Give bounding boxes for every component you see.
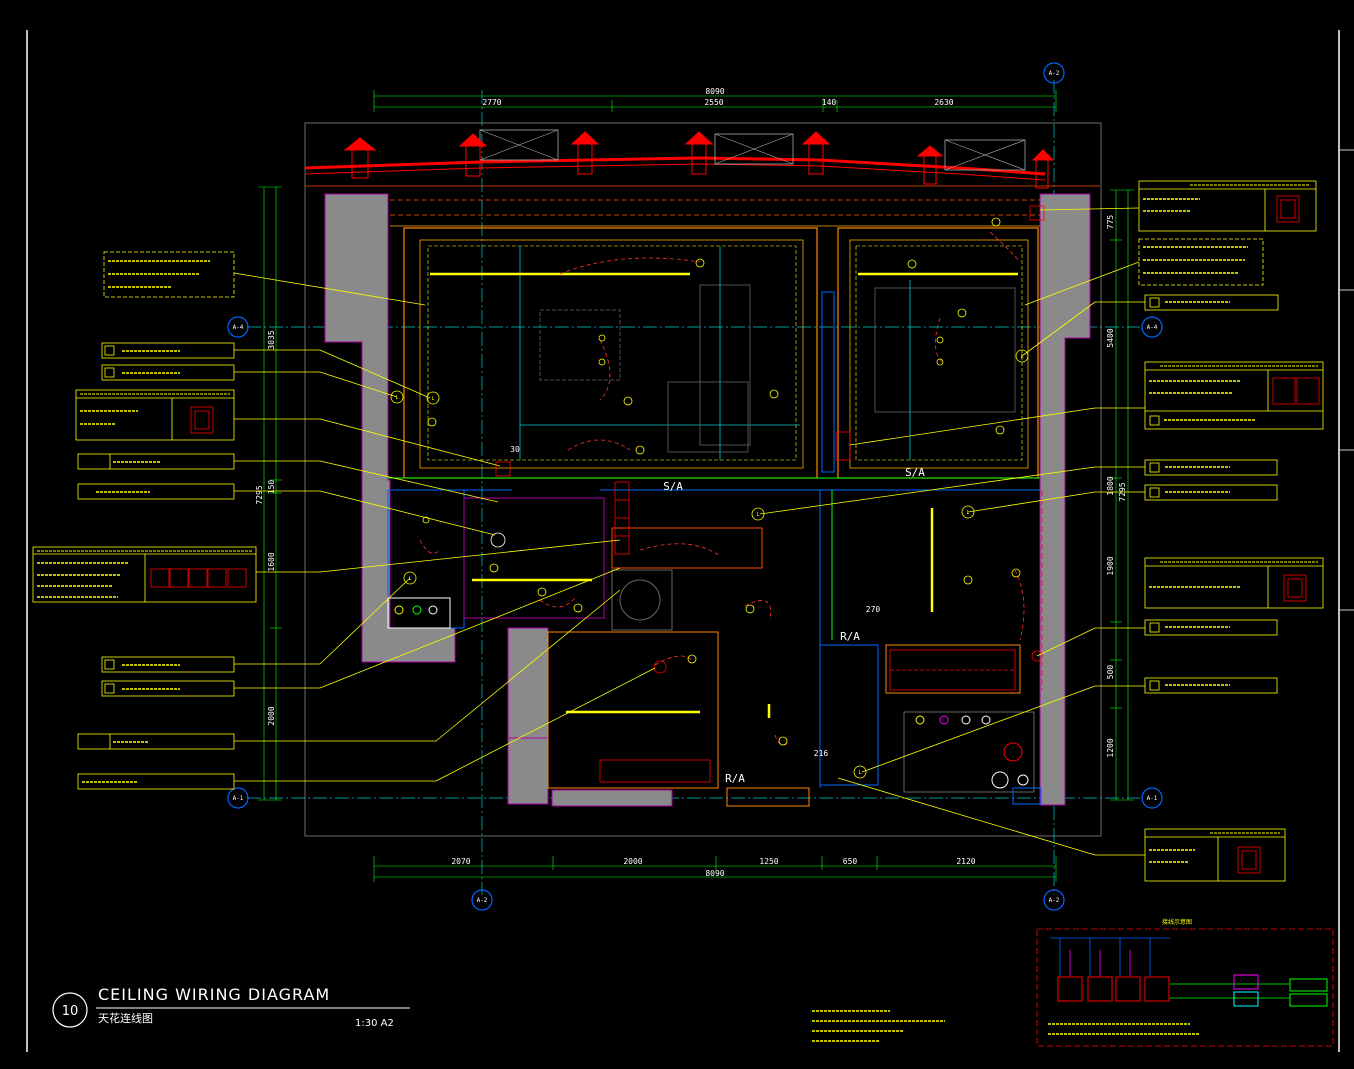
dim-left-seg: 150: [267, 480, 276, 495]
right-annotations: [1138, 180, 1324, 882]
svg-text:L: L: [408, 576, 411, 582]
dim-left-seg: 2000: [267, 706, 276, 725]
interior-walls: [387, 291, 1042, 807]
dim-bottom-seg: 2000: [623, 857, 642, 866]
return-air-label: R/A: [725, 772, 745, 785]
light-marker: L: [403, 571, 417, 585]
supply-air-label: S/A: [663, 480, 683, 493]
axis-bubbles: A-2 A-4 A-4 A-1 A-1 A-2 A-2: [227, 62, 1163, 911]
svg-text:L: L: [756, 512, 759, 518]
svg-text:A-1: A-1: [233, 795, 244, 802]
bottom-dimensions: [373, 856, 1057, 882]
dim-top-seg: 2770: [482, 98, 501, 107]
dim-bottom-seg: 2120: [956, 857, 975, 866]
drawing-scale: 1:30 A2: [355, 1018, 394, 1029]
svg-text:L: L: [858, 770, 861, 776]
dim-right-seg: 1900: [1106, 556, 1115, 575]
axis-bubble: A-2: [471, 889, 493, 911]
drawing-number: 10: [62, 1004, 79, 1019]
leader-lines: [233, 207, 1145, 856]
facade-window-wall: [304, 129, 1100, 227]
dim-right-seg: 775: [1106, 215, 1115, 230]
wiring-arcs: [419, 231, 1025, 746]
svg-text:L: L: [431, 396, 434, 402]
dim-right-seg: 1200: [1106, 738, 1115, 757]
right-dimensions: [1110, 189, 1134, 801]
svg-text:A-4: A-4: [233, 324, 244, 331]
axis-bubble: A-4: [227, 316, 249, 338]
cabinet-hatch: [495, 205, 1045, 783]
dim-inner: 30: [510, 445, 520, 454]
dim-inner: 270: [866, 605, 881, 614]
dim-right-seg: 5400: [1106, 328, 1115, 347]
drawing-title-en: CEILING WIRING DIAGRAM: [98, 985, 330, 1004]
svg-text:L: L: [1020, 354, 1023, 360]
dim-left-seg: 1600: [267, 552, 276, 571]
general-notes: [812, 1010, 945, 1042]
dim-inner: 216: [814, 749, 829, 758]
left-annotations: [32, 251, 257, 790]
dim-bottom-seg: 650: [843, 857, 858, 866]
dim-top-seg: 2630: [934, 98, 953, 107]
dim-bottom-total: 8090: [705, 869, 724, 878]
svg-text:A-2: A-2: [477, 897, 488, 904]
light-marker: L: [426, 391, 440, 405]
dim-left-seg: 3035: [267, 330, 276, 349]
drawing-number-circle: [52, 992, 88, 1028]
return-air-label: R/A: [840, 630, 860, 643]
svg-text:L: L: [966, 510, 969, 516]
structural-walls: [324, 193, 1091, 807]
svg-text:L: L: [395, 395, 398, 401]
title-block: 10 CEILING WIRING DIAGRAM 天花连线图 1:30 A2: [52, 985, 410, 1029]
left-dimensions: [258, 186, 282, 801]
axis-bubble: A-1: [1141, 787, 1163, 809]
drawing-title-cn: 天花连线图: [98, 1011, 153, 1025]
light-marker: L: [1015, 349, 1029, 363]
light-markers: L L L L L L L: [390, 349, 1029, 779]
dim-right-seg: 500: [1106, 665, 1115, 680]
annotation-text-lines: [37, 184, 1318, 863]
wiring-schematic-panel: 接线示意图: [1036, 918, 1334, 1047]
axis-bubble: A-1: [227, 787, 249, 809]
dim-bottom-seg: 1250: [759, 857, 778, 866]
fixture-symbols: [422, 217, 1043, 746]
supply-air-label: S/A: [905, 466, 925, 479]
dim-top-seg: 2550: [704, 98, 723, 107]
axis-bubble: A-4: [1141, 316, 1163, 338]
light-marker: L: [961, 505, 975, 519]
light-marker: L: [853, 765, 867, 779]
dim-top-total: 8090: [705, 87, 724, 96]
svg-text:A-2: A-2: [1049, 70, 1060, 77]
dim-top-seg: 140: [822, 98, 837, 107]
dim-right-seg: 1800: [1106, 476, 1115, 495]
axis-bubble: A-2: [1043, 62, 1065, 84]
site-boundary: [304, 122, 1102, 837]
dim-left-total: 7295: [255, 485, 264, 504]
light-marker: L: [751, 507, 765, 521]
top-dimensions: [373, 90, 1057, 112]
axis-bubble: A-2: [1043, 889, 1065, 911]
dim-bottom-seg: 2070: [451, 857, 470, 866]
ceiling-zones: [403, 227, 1039, 479]
mullion-brackets: [343, 131, 1055, 189]
drawing-frame: [26, 30, 1354, 1052]
svg-text:A-4: A-4: [1147, 324, 1158, 331]
svg-text:A-2: A-2: [1049, 897, 1060, 904]
panel-title: 接线示意图: [1162, 918, 1192, 926]
svg-text:A-1: A-1: [1147, 795, 1158, 802]
light-marker: L: [390, 390, 404, 404]
